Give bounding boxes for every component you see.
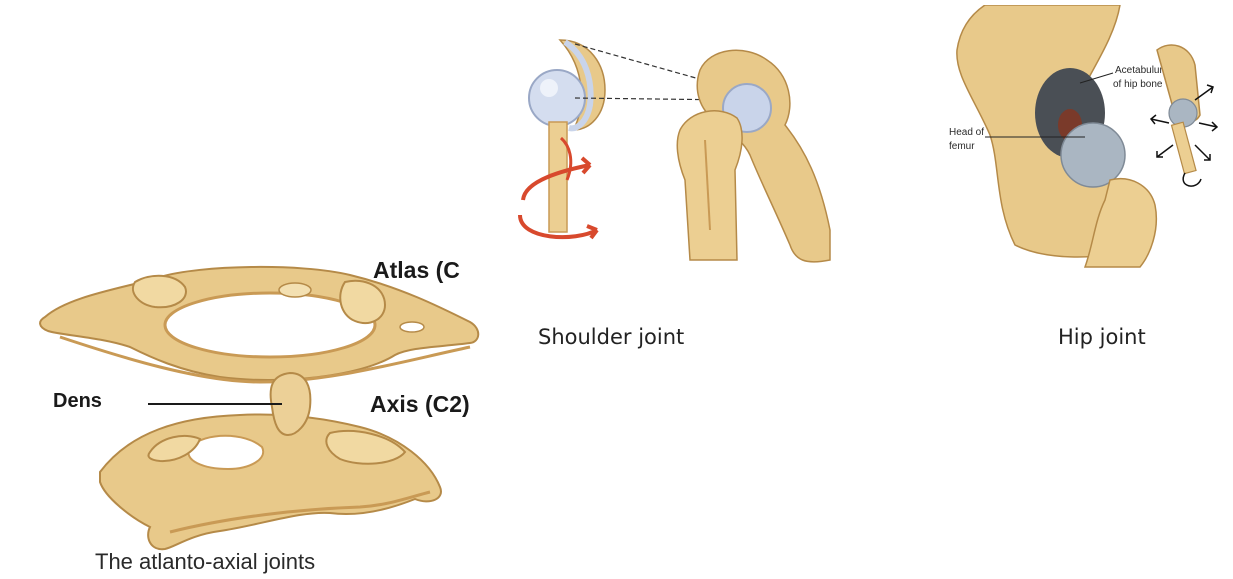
atlanto-axial-illustration: Atlas (C Dens Axis (C2) The atlanto-axia…	[0, 247, 540, 579]
shoulder-joint-illustration	[505, 30, 835, 270]
axis-label: Axis (C2)	[370, 391, 470, 417]
atlanto-axial-figure: Atlas (C Dens Axis (C2) The atlanto-axia…	[0, 247, 540, 579]
head-of-femur-label-line1: Head of	[949, 127, 984, 138]
hip-joint-caption: Hip joint	[1058, 325, 1146, 349]
dens-label: Dens	[53, 390, 102, 412]
atlanto-axial-caption: The atlanto-axial joints	[95, 549, 315, 574]
ball-socket-model	[529, 40, 605, 232]
multidirectional-arrows-icon	[1151, 45, 1217, 186]
shoulder-joint-figure	[505, 30, 835, 270]
hip-joint-illustration: Acetabulum of hip bone Head of femur	[945, 5, 1220, 270]
head-of-femur-label-line2: femur	[949, 141, 975, 152]
humerus-scapula	[677, 50, 830, 262]
atlas-label: Atlas (C	[373, 257, 460, 283]
shoulder-joint-caption: Shoulder joint	[538, 325, 684, 349]
acetabulum-label-line2: of hip bone	[1113, 79, 1163, 90]
hip-joint-figure: Acetabulum of hip bone Head of femur	[945, 5, 1220, 270]
acetabulum-label-line1: Acetabulum	[1115, 65, 1168, 76]
